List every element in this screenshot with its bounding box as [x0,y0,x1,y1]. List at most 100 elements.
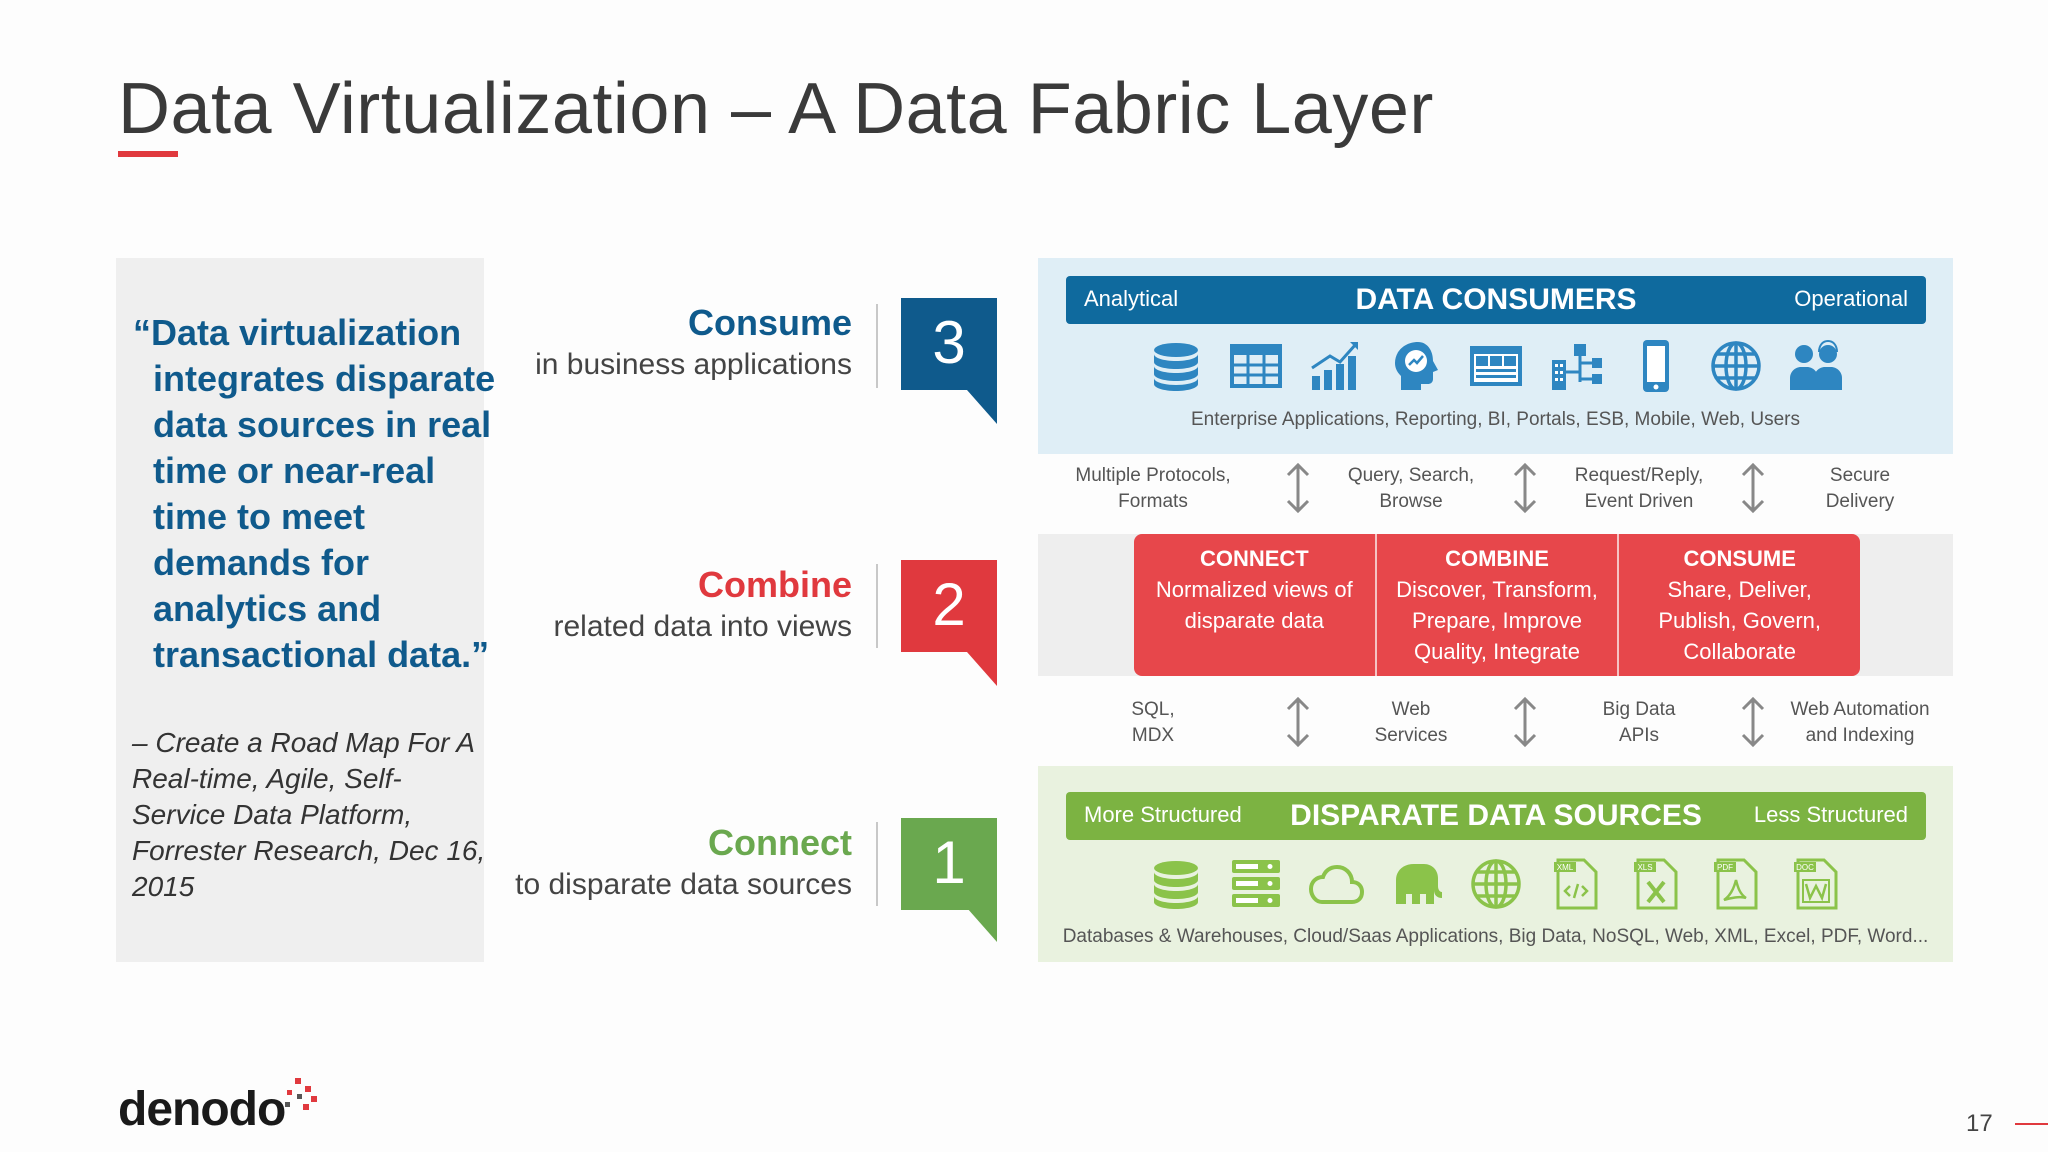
quote-source-line: – Create a Road Map For A [132,727,475,758]
step-consume-title: Consume [687,302,852,343]
protocol-line: Services [1374,725,1448,746]
quote-source: – Create a Road Map For A Real-time, Agi… [132,725,486,905]
doc-file-icon: DOC [1794,858,1838,910]
protocol-label: Web Services [1321,697,1501,749]
combine-column-combine: COMBINE Discover, Transform, Prepare, Im… [1374,534,1618,676]
globe-icon [1471,859,1521,909]
protocol-line: Multiple Protocols, [1075,465,1231,486]
combine-column-line: Discover, Transform, [1396,577,1598,602]
slide-title: Data Virtualization – A Data Fabric Laye… [118,69,1434,149]
protocol-line: APIs [1618,725,1660,746]
combine-column-line: Collaborate [1683,639,1796,664]
quote-line: data sources in real [153,404,492,445]
server-icon [1232,860,1280,907]
consumer-icons [1066,338,1926,398]
step-number-2: 2 [901,560,997,652]
step-combine-subtitle: related data into views [553,610,852,643]
database-icon [1154,343,1198,391]
double-arrow-icon [1286,462,1310,514]
sources-caption: Databases & Warehouses, Cloud/Saas Appli… [1062,926,1929,947]
step-number-tail [967,390,997,424]
step-number-1: 1 [901,818,997,910]
file-badge-label: DOC [1796,863,1814,872]
hadoop-elephant-icon [1396,864,1442,904]
denodo-logo: denodo [118,1083,286,1136]
double-arrow-icon [1741,696,1765,748]
page-number-line [2015,1123,2048,1125]
combine-column-title: CONNECT [1199,546,1309,571]
users-icon [1790,339,1842,390]
less-structured-label: Less Structured [1753,802,1908,827]
protocol-line: Formats [1118,491,1188,512]
operational-label: Operational [1794,286,1908,311]
combine-column-line: Quality, Integrate [1414,639,1580,664]
protocol-line: Delivery [1825,491,1895,512]
step-divider [876,564,878,648]
logo-dots-icon [285,1078,317,1110]
data-consumers-title: DATA CONSUMERS [1355,283,1637,316]
xml-file-icon: XML [1554,858,1598,910]
protocol-line: MDX [1131,725,1175,746]
protocol-label: Web Automation and Indexing [1770,697,1950,749]
protocol-label: Multiple Protocols, Formats [1063,463,1243,515]
double-arrow-icon [1513,462,1537,514]
combine-column-line: Prepare, Improve [1412,608,1582,633]
data-sources-header: More Structured DISPARATE DATA SOURCES L… [1066,792,1926,840]
protocol-label: Big Data APIs [1549,697,1729,749]
quote-text: “Data virtualization integrates disparat… [133,310,496,678]
protocol-line: Web [1391,699,1431,720]
quote-source-line: Real-time, Agile, Self- [132,763,402,794]
protocol-line: and Indexing [1805,725,1915,746]
protocol-line: Browse [1379,491,1443,512]
bar-chart-icon [1311,342,1358,390]
pdf-file-icon: PDF [1714,858,1758,910]
step-consume-subtitle: in business applications [535,348,852,381]
cloud-icon [1308,864,1364,904]
step-number-tail [967,908,997,942]
consumers-caption: Enterprise Applications, Reporting, BI, … [1191,409,1800,430]
dashboard-icon [1470,346,1522,386]
protocol-line: Secure [1829,465,1891,486]
protocol-line: Request/Reply, [1574,465,1704,486]
more-structured-label: More Structured [1084,802,1242,827]
combine-box: CONNECT Normalized views of disparate da… [1134,534,1860,676]
combine-column-line: Publish, Govern, [1658,608,1821,633]
file-badge-label: PDF [1717,863,1733,872]
quote-line: demands for [153,542,370,583]
combine-column-connect: CONNECT Normalized views of disparate da… [1134,534,1375,676]
step-number-tail [967,652,997,686]
quote-line: integrates disparate [153,358,496,399]
analytical-label: Analytical [1084,286,1179,311]
source-icons: XML XLS PDF DOC [1066,856,1926,916]
combine-column-line: Normalized views of [1155,577,1353,602]
quote-source-line: 2015 [132,871,195,902]
title-underline [118,151,178,157]
protocol-line: Query, Search, [1347,465,1475,486]
quote-source-line: Forrester Research, Dec 16, [132,835,486,866]
quote-source-line: Service Data Platform, [132,799,413,830]
quote-line: “Data virtualization [133,312,462,353]
data-consumers-header: Analytical DATA CONSUMERS Operational [1066,276,1926,324]
quote-line: time to meet [153,496,366,537]
double-arrow-icon [1286,696,1310,748]
step-divider [876,822,878,906]
protocol-label: Query, Search, Browse [1321,463,1501,515]
protocol-line: Big Data [1602,699,1676,720]
protocol-label: Request/Reply, Event Driven [1549,463,1729,515]
step-connect-subtitle: to disparate data sources [515,868,852,901]
combine-column-line: Share, Deliver, [1667,577,1812,602]
double-arrow-icon [1513,696,1537,748]
database-icon [1154,861,1198,909]
quote-line: time or near-real [153,450,436,491]
double-arrow-icon [1741,462,1765,514]
protocol-line: Web Automation [1790,699,1930,720]
protocol-label: Secure Delivery [1770,463,1950,515]
org-chart-icon [1552,344,1602,390]
quote-line: analytics and [153,588,382,629]
quote-line: transactional data.” [153,634,490,675]
step-connect-title: Connect [708,822,852,863]
protocol-label: SQL, MDX [1063,697,1243,749]
protocol-line: SQL, [1131,699,1175,720]
combine-column-title: CONSUME [1683,546,1796,571]
globe-icon [1711,341,1761,391]
